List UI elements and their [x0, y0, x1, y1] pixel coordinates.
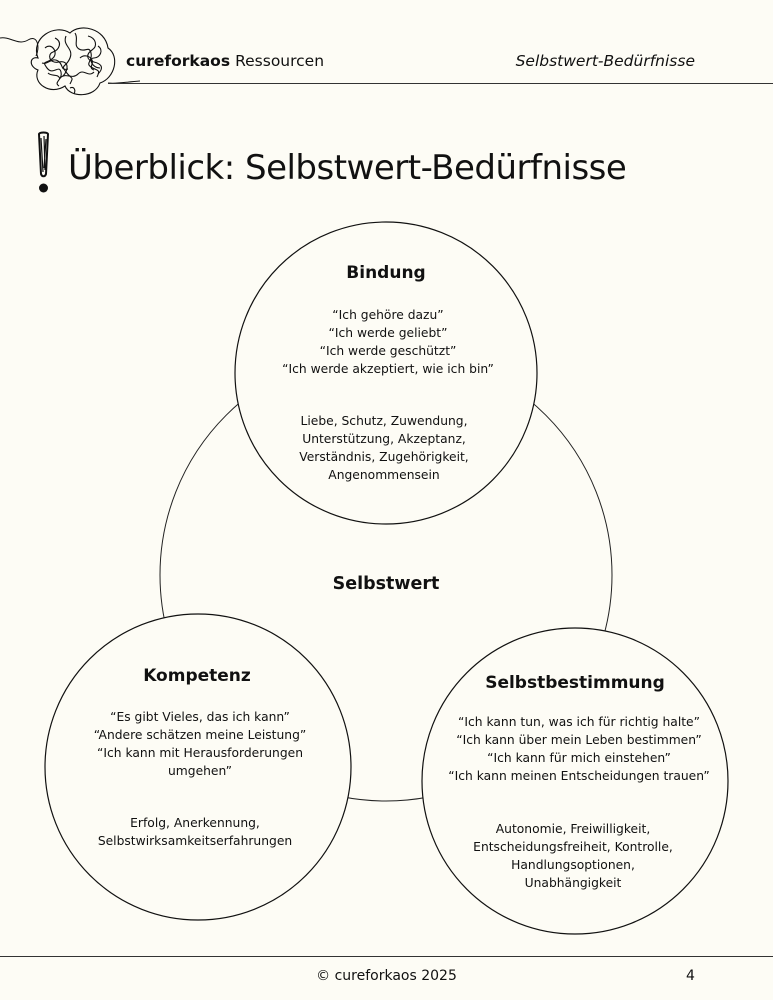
- footer-divider: [0, 956, 773, 957]
- selbstbestimmung-quote: “Ich kann tun, was ich für richtig halte…: [458, 715, 700, 729]
- kompetenz-need: Selbstwirksamkeitserfahrungen: [97, 834, 293, 848]
- brand-section: Ressourcen: [235, 52, 325, 70]
- selbstbestimmung-need: Unabhängigkeit: [524, 876, 622, 890]
- bindung-quote: “Ich werde geliebt”: [328, 326, 448, 340]
- copyright: © cureforkaos 2025: [316, 968, 457, 984]
- selbstbestimmung-quotes: “Ich kann tun, was ich für richtig halte…: [448, 713, 709, 785]
- bindung-need: Unterstützung, Akzeptanz,: [302, 432, 466, 446]
- bindung-need: Angenommensein: [328, 468, 440, 482]
- exclamation-icon: [37, 131, 50, 193]
- bindung-circle: [234, 221, 538, 525]
- brand-bold: cureforkaos: [126, 52, 231, 70]
- selbstbestimmung-quote: “Ich kann meinen Entscheidungen trauen”: [448, 769, 710, 783]
- selbstbestimmung-title: Selbstbestimmung: [485, 673, 665, 693]
- selbstbestimmung-need: Autonomie, Freiwilligkeit,: [495, 822, 651, 836]
- selbstbestimmung-quote: “Ich kann für mich einstehen”: [487, 751, 671, 765]
- selbstbestimmung-quote: “Ich kann über mein Leben bestimmen”: [456, 733, 702, 747]
- bindung-quote: “Ich gehöre dazu”: [332, 308, 444, 322]
- selbstbestimmung-needs: Autonomie, Freiwilligkeit, Entscheidungs…: [473, 820, 673, 892]
- bindung-needs: Liebe, Schutz, Zuwendung, Unterstützung,…: [299, 412, 468, 484]
- selbstbestimmung-need: Entscheidungsfreiheit, Kontrolle,: [473, 840, 673, 854]
- page-title: Überblick: Selbstwert-Bedürfnisse: [68, 148, 627, 188]
- bindung-need: Liebe, Schutz, Zuwendung,: [300, 414, 468, 428]
- bindung-quote: “Ich werde akzeptiert, wie ich bin”: [282, 362, 494, 376]
- selbstwert-label: Selbstwert: [332, 574, 440, 594]
- kompetenz-quote: “Es gibt Vieles, das ich kann”: [110, 710, 290, 724]
- kompetenz-circle: [44, 613, 352, 921]
- page-number: 4: [686, 968, 695, 984]
- selbstbestimmung-circle: [421, 627, 729, 935]
- bindung-quotes: “Ich gehöre dazu” “Ich werde geliebt” “I…: [282, 306, 494, 378]
- kompetenz-need: Erfolg, Anerkennung,: [130, 816, 260, 830]
- kompetenz-quote: “Andere schätzen meine Leistung”: [93, 728, 307, 742]
- page-title-row: Überblick: Selbstwert-Bedürfnisse: [34, 130, 734, 200]
- kompetenz-quote: “Ich kann mit Herausforderungen umgehen”: [97, 746, 303, 778]
- kompetenz-title: Kompetenz: [143, 666, 251, 686]
- kompetenz-needs: Erfolg, Anerkennung, Selbstwirksamkeitse…: [98, 814, 292, 850]
- kompetenz-quotes: “Es gibt Vieles, das ich kann” “Andere s…: [80, 708, 320, 780]
- header-divider: [108, 83, 773, 84]
- bindung-title: Bindung: [346, 263, 426, 283]
- header-section-title: Selbstwert-Bedürfnisse: [515, 52, 695, 70]
- bindung-quote: “Ich werde geschützt”: [319, 344, 457, 358]
- selbstbestimmung-need: Handlungsoptionen,: [511, 858, 635, 872]
- brain-doodle-icon: [0, 27, 140, 96]
- bindung-need: Verständnis, Zugehörigkeit,: [299, 450, 469, 464]
